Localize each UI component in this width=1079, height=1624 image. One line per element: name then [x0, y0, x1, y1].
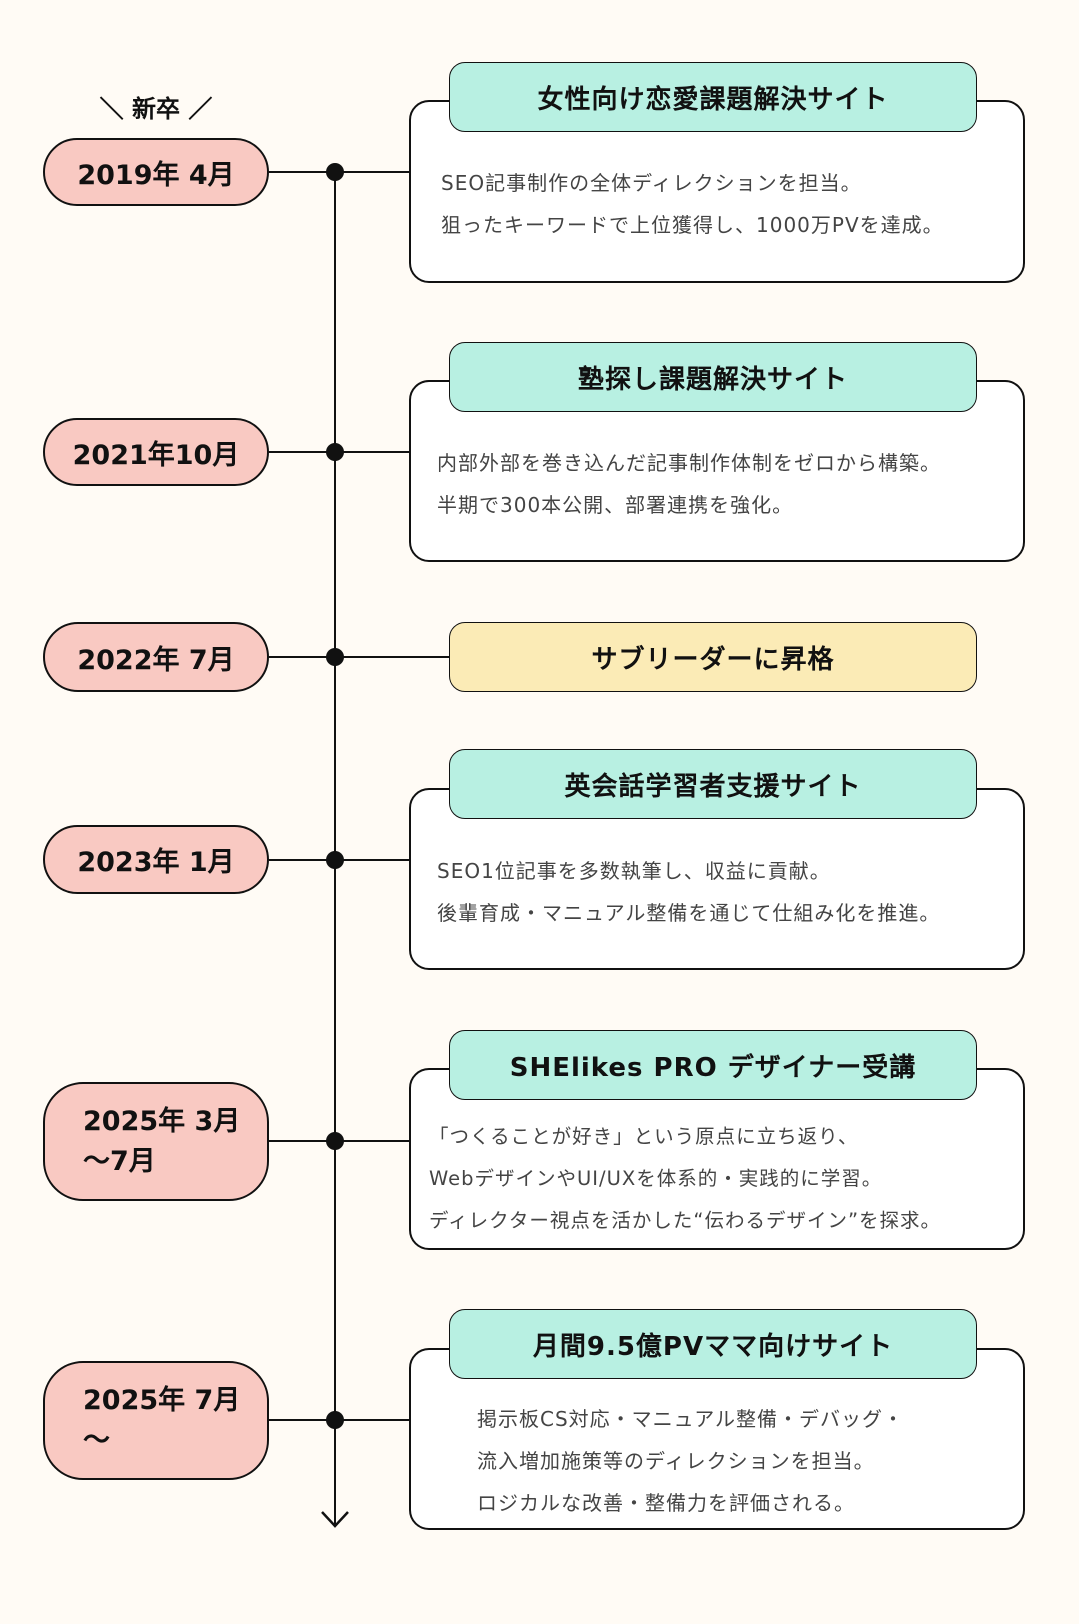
date-text: ～7月 [83, 1145, 156, 1177]
event-title: 月間9.5億PVママ向けサイト [449, 1309, 977, 1379]
date-text: 2025年 3月 [83, 1105, 241, 1137]
event-description: 掲示板CS対応・マニュアル整備・デバッグ・ 流入増加施策等のディレクションを担当… [477, 1398, 904, 1524]
description-line: ロジカルな改善・整備力を評価される。 [477, 1491, 855, 1515]
description-line: 後輩育成・マニュアル整備を通じて仕組み化を推進。 [437, 901, 941, 925]
description-line: SEO1位記事を多数執筆し、収益に貢献。 [437, 859, 831, 883]
promotion-title: サブリーダーに昇格 [449, 622, 977, 692]
description-line: 狙ったキーワードで上位獲得し、1000万PVを達成。 [441, 213, 944, 237]
date-text: ～ [83, 1424, 110, 1456]
event-description: 内部外部を巻き込んだ記事制作体制をゼロから構築。 半期で300本公開、部署連携を… [437, 442, 941, 526]
event-title: 女性向け恋愛課題解決サイト [449, 62, 977, 132]
event-title: 塾探し課題解決サイト [449, 342, 977, 412]
description-line: SEO記事制作の全体ディレクションを担当。 [441, 171, 862, 195]
timeline-dot [326, 851, 344, 869]
timeline-dot [326, 648, 344, 666]
timeline-dot [326, 1132, 344, 1150]
date-pill: 2025年 3月 ～7月 [43, 1082, 269, 1201]
event-description: SEO記事制作の全体ディレクションを担当。 狙ったキーワードで上位獲得し、100… [441, 162, 944, 246]
event-title: SHElikes PRO デザイナー受講 [449, 1030, 977, 1100]
date-pill: 2019年 4月 [43, 138, 269, 206]
date-text: 2023年 1月 [77, 847, 235, 878]
connector-line [269, 656, 449, 658]
event-description: 「つくることが好き」という原点に立ち返り、 WebデザインやUI/UXを体系的・… [429, 1116, 941, 1242]
timeline-dot [326, 1411, 344, 1429]
date-text: 2021年10月 [72, 439, 240, 471]
description-line: 半期で300本公開、部署連携を強化。 [437, 493, 794, 517]
description-line: 掲示板CS対応・マニュアル整備・デバッグ・ [477, 1407, 905, 1431]
date-pill: 2021年10月 [43, 418, 269, 486]
timeline-axis [334, 172, 336, 1524]
event-title: 英会話学習者支援サイト [449, 749, 977, 819]
description-line: WebデザインやUI/UXを体系的・実践的に学習。 [429, 1167, 883, 1190]
arrow-down-icon [321, 1511, 349, 1528]
timeline-dot [326, 443, 344, 461]
description-line: 「つくることが好き」という原点に立ち返り、 [429, 1125, 859, 1148]
date-text: 2025年 7月 [83, 1384, 241, 1416]
timeline-dot [326, 163, 344, 181]
date-text: 2019年 4月 [77, 159, 235, 191]
date-pill: 2022年 7月 [43, 622, 269, 692]
description-line: 内部外部を巻き込んだ記事制作体制をゼロから構築。 [437, 451, 941, 475]
event-description: SEO1位記事を多数執筆し、収益に貢献。 後輩育成・マニュアル整備を通じて仕組み… [437, 850, 940, 934]
date-pill: 2025年 7月 ～ [43, 1361, 269, 1480]
date-pill: 2023年 1月 [43, 825, 269, 894]
description-line: ディレクター視点を活かした“伝わるデザイン”を探求。 [429, 1209, 942, 1232]
date-text: 2022年 7月 [77, 644, 235, 676]
new-grad-label: ＼ 新卒 ／ [99, 95, 213, 123]
description-line: 流入増加施策等のディレクションを担当。 [477, 1449, 875, 1473]
